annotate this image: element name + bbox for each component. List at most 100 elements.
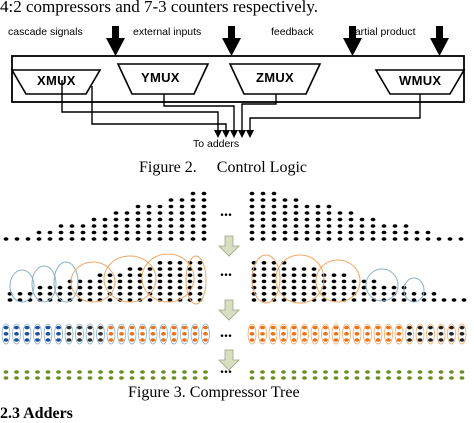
- dot: [249, 376, 255, 380]
- dot: [447, 237, 453, 241]
- dot: [403, 237, 409, 241]
- dot: [260, 211, 266, 215]
- dot: [459, 376, 465, 380]
- dot: [47, 285, 53, 290]
- dot: [161, 370, 166, 374]
- dot: [323, 325, 328, 330]
- adder-wires: [61, 80, 421, 132]
- compressor-oval: [53, 261, 79, 303]
- dot: [98, 376, 103, 380]
- dot: [281, 273, 287, 278]
- dot: [190, 191, 196, 196]
- dot: [302, 332, 307, 336]
- dot: [417, 332, 423, 336]
- dot: [14, 237, 20, 241]
- dot: [302, 338, 307, 342]
- dot: [80, 224, 86, 228]
- dot: [375, 325, 381, 330]
- dot: [341, 279, 347, 284]
- counter-oval: [117, 323, 126, 345]
- dot: [203, 338, 208, 342]
- dot: [348, 217, 354, 222]
- dot: [271, 198, 277, 202]
- dot: [182, 325, 187, 330]
- dot: [407, 376, 412, 380]
- stage-arrow: [218, 349, 240, 371]
- dot: [451, 298, 457, 302]
- dot: [56, 370, 61, 374]
- dot: [365, 338, 370, 342]
- dot: [167, 273, 173, 278]
- dot: [411, 298, 417, 302]
- counter-oval: [279, 323, 288, 345]
- dot: [411, 292, 417, 296]
- dot: [291, 298, 297, 302]
- dot: [375, 376, 381, 380]
- counter-oval: [247, 323, 257, 345]
- dot: [157, 224, 163, 228]
- dot: [107, 298, 113, 302]
- counter-oval: [384, 323, 393, 345]
- dot: [102, 230, 108, 235]
- dot: [428, 370, 433, 374]
- dot: [129, 376, 135, 380]
- dot: [359, 237, 365, 241]
- dot: [333, 376, 339, 380]
- dot: [147, 285, 153, 290]
- dot: [135, 224, 141, 228]
- dot: [24, 338, 30, 342]
- dot: [147, 267, 153, 271]
- dot: [24, 332, 30, 336]
- dot: [291, 292, 297, 296]
- mux-shapes: [10, 63, 466, 95]
- dot: [98, 370, 103, 374]
- dot: [179, 217, 185, 222]
- ellipsis-row-1: ...: [220, 203, 232, 220]
- dot: [331, 285, 337, 290]
- compressor-oval: [251, 254, 281, 304]
- dot: [77, 285, 83, 290]
- dot: [161, 325, 166, 330]
- dot: [147, 298, 153, 302]
- dot: [354, 332, 360, 336]
- dot: [146, 237, 152, 241]
- dot: [80, 230, 86, 235]
- dot: [35, 332, 40, 336]
- counter-oval: [64, 323, 74, 345]
- compressor-oval: [31, 265, 57, 303]
- dot: [179, 204, 185, 209]
- dot: [326, 211, 332, 215]
- dot: [354, 325, 360, 330]
- dot: [113, 211, 119, 215]
- ymux-label: YMUX: [141, 70, 180, 85]
- dot: [190, 224, 196, 228]
- dot: [117, 279, 123, 284]
- dot: [77, 338, 82, 342]
- dot: [386, 338, 391, 342]
- dot: [431, 292, 437, 296]
- dot: [386, 332, 391, 336]
- dot: [351, 279, 357, 284]
- dot: [260, 338, 265, 342]
- dot: [127, 273, 133, 278]
- counter-oval: [12, 323, 21, 345]
- dot: [291, 279, 297, 284]
- dot: [270, 325, 276, 330]
- dot: [27, 292, 33, 296]
- dot: [35, 338, 40, 342]
- wmux-shape: [374, 69, 466, 95]
- dot: [392, 224, 398, 228]
- dot: [190, 230, 196, 235]
- dot: [135, 211, 141, 215]
- dot: [66, 325, 72, 330]
- counter-oval: [415, 323, 425, 345]
- dot: [117, 285, 123, 290]
- dot: [281, 292, 287, 296]
- dot: [17, 298, 23, 302]
- dot: [91, 230, 97, 235]
- dot: [140, 376, 145, 380]
- dot: [414, 230, 420, 235]
- dot: [370, 237, 376, 241]
- dot: [407, 332, 412, 336]
- dot: [3, 325, 9, 330]
